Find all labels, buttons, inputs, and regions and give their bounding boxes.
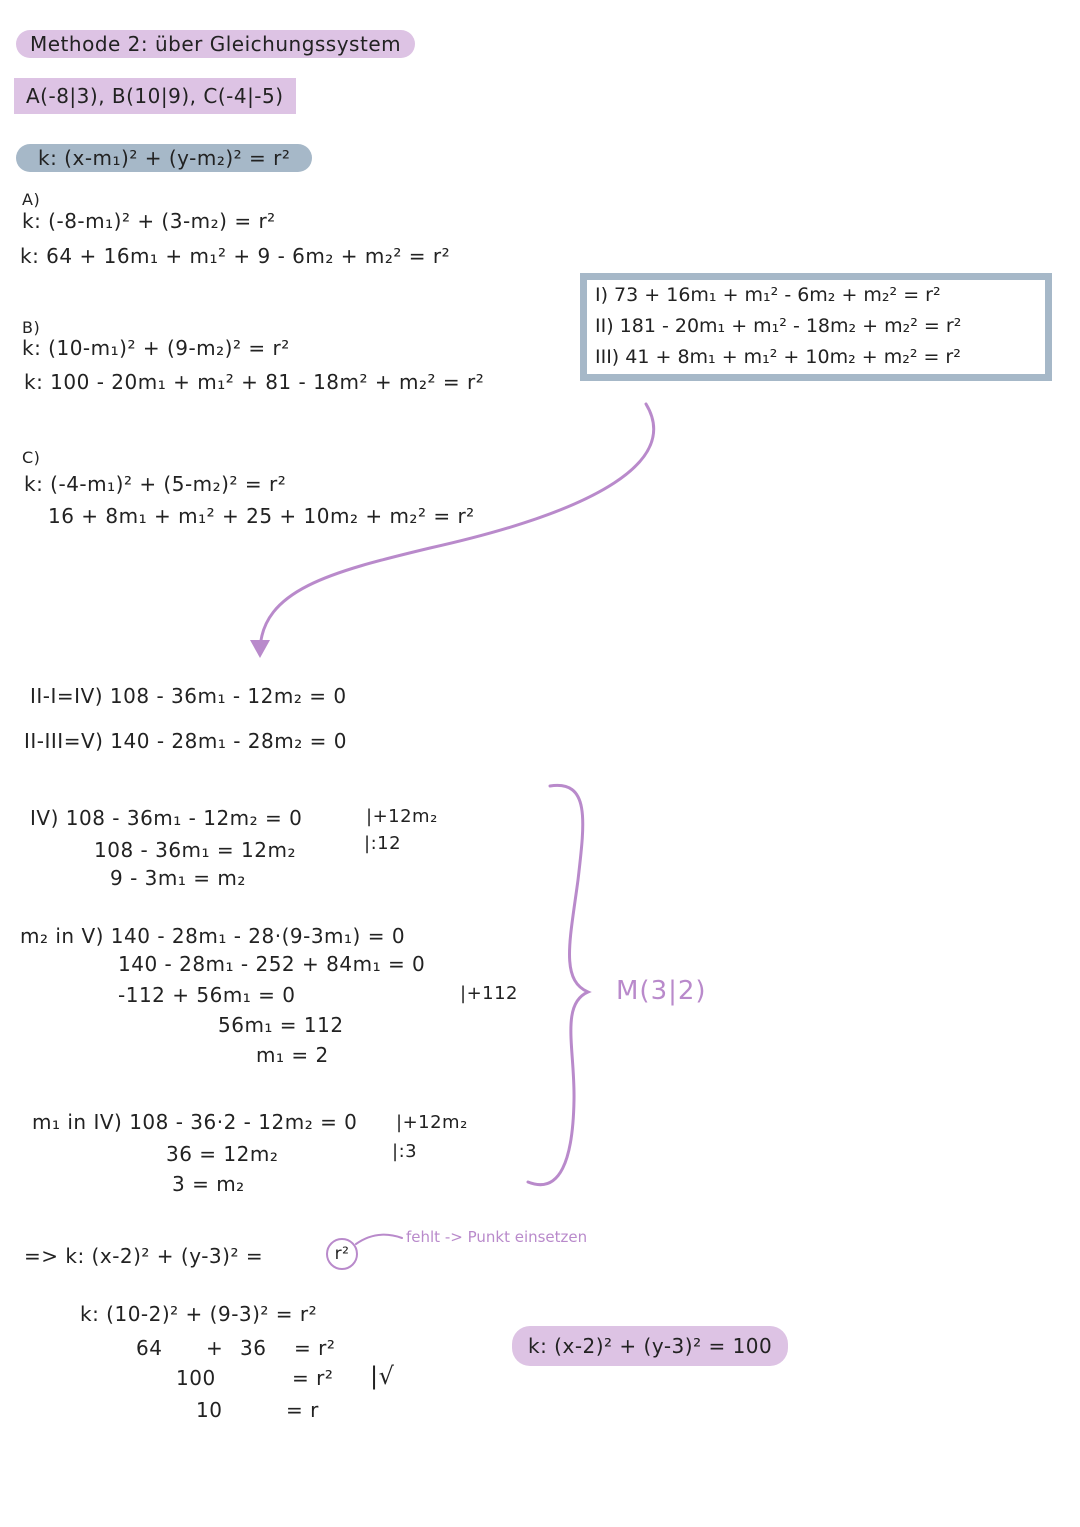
midpoint-result: M(3|2) [616,976,707,1006]
section-c-line2: 16 + 8m₁ + m₁² + 25 + 10m₂ + m₂² = r² [48,504,475,528]
section-c-line1: k: (-4-m₁)² + (5-m₂)² = r² [24,472,287,496]
radius-calc-sqrt: |√ [370,1362,395,1390]
final-circle-equation: k: (x-2)² + (y-3)² = 100 [512,1326,789,1366]
substitute-v-line5: m₁ = 2 [256,1043,329,1067]
solve-iv-line1: IV) 108 - 36m₁ - 12m₂ = 0 [30,806,303,830]
result-equation: => k: (x-2)² + (y-3)² = [24,1244,264,1268]
substitute-v-line2: 140 - 28m₁ - 252 + 84m₁ = 0 [118,952,426,976]
solve-iv-note1: |+12m₂ [366,806,438,827]
section-b-line1: k: (10-m₁)² + (9-m₂)² = r² [22,336,290,360]
section-b-label: B) [22,318,41,337]
difference-line-1: II-I=IV) 108 - 36m₁ - 12m₂ = 0 [30,684,347,708]
annotation-connector [355,1233,403,1245]
solve-iv-line3: 9 - 3m₁ = m₂ [110,866,246,890]
section-c-label: C) [22,448,41,467]
page-title: Methode 2: über Gleichungssystem [16,30,416,58]
substitute-iv-line1: m₁ in IV) 108 - 36·2 - 12m₂ = 0 [32,1110,358,1134]
radius-calc-plus: + [206,1336,224,1360]
substitute-v-note: |+112 [460,983,519,1004]
curved-arrow [258,402,656,652]
given-points: A(-8|3), B(10|9), C(-4|-5) [14,78,296,114]
radius-calc-line1: k: (10-2)² + (9-3)² = r² [80,1302,318,1326]
substitute-iv-note2: |:3 [392,1141,418,1162]
radius-calc-100: 100 [176,1366,216,1390]
section-b-line2: k: 100 - 20m₁ + m₁² + 81 - 18m² + m₂² = … [24,370,485,394]
radius-calc-eq-r2-second: = r² [292,1366,334,1390]
system-eq-3: III) 41 + 8m₁ + m₁² + 10m₂ + m₂² = r² [595,346,961,368]
solve-iv-note2: |:12 [364,833,402,854]
arrow-head-icon [250,640,270,658]
radius-calc-10: 10 [196,1398,223,1422]
radius-calc-36: 36 [240,1336,267,1360]
difference-line-2: II-III=V) 140 - 28m₁ - 28m₂ = 0 [24,729,347,753]
substitute-iv-line2: 36 = 12m₂ [166,1142,279,1166]
system-eq-1: I) 73 + 16m₁ + m₁² - 6m₂ + m₂² = r² [595,284,941,306]
circled-r-squared: r² [326,1238,358,1270]
section-a-line2: k: 64 + 16m₁ + m₁² + 9 - 6m₂ + m₂² = r² [20,244,451,268]
system-eq-2: II) 181 - 20m₁ + m₁² - 18m₂ + m₂² = r² [595,315,962,337]
substitute-v-line1: m₂ in V) 140 - 28m₁ - 28·(9-3m₁) = 0 [20,924,406,948]
solve-iv-line2: 108 - 36m₁ = 12m₂ [94,838,296,862]
section-a-line1: k: (-8-m₁)² + (3-m₂) = r² [22,209,276,233]
substitute-v-line4: 56m₁ = 112 [218,1013,344,1037]
curly-brace-icon [526,783,592,1187]
annotation-note: fehlt -> Punkt einsetzen [406,1228,588,1246]
equation-system-box: I) 73 + 16m₁ + m₁² - 6m₂ + m₂² = r² II) … [580,273,1052,381]
substitute-v-line3: -112 + 56m₁ = 0 [118,983,296,1007]
substitute-iv-line3: 3 = m₂ [172,1172,245,1196]
general-circle-equation: k: (x-m₁)² + (y-m₂)² = r² [16,144,313,172]
radius-calc-eq-r: = r [286,1398,319,1422]
substitute-iv-note1: |+12m₂ [396,1112,468,1133]
radius-calc-eq-r2: = r² [294,1336,336,1360]
radius-calc-64: 64 [136,1336,163,1360]
section-a-label: A) [22,190,41,209]
